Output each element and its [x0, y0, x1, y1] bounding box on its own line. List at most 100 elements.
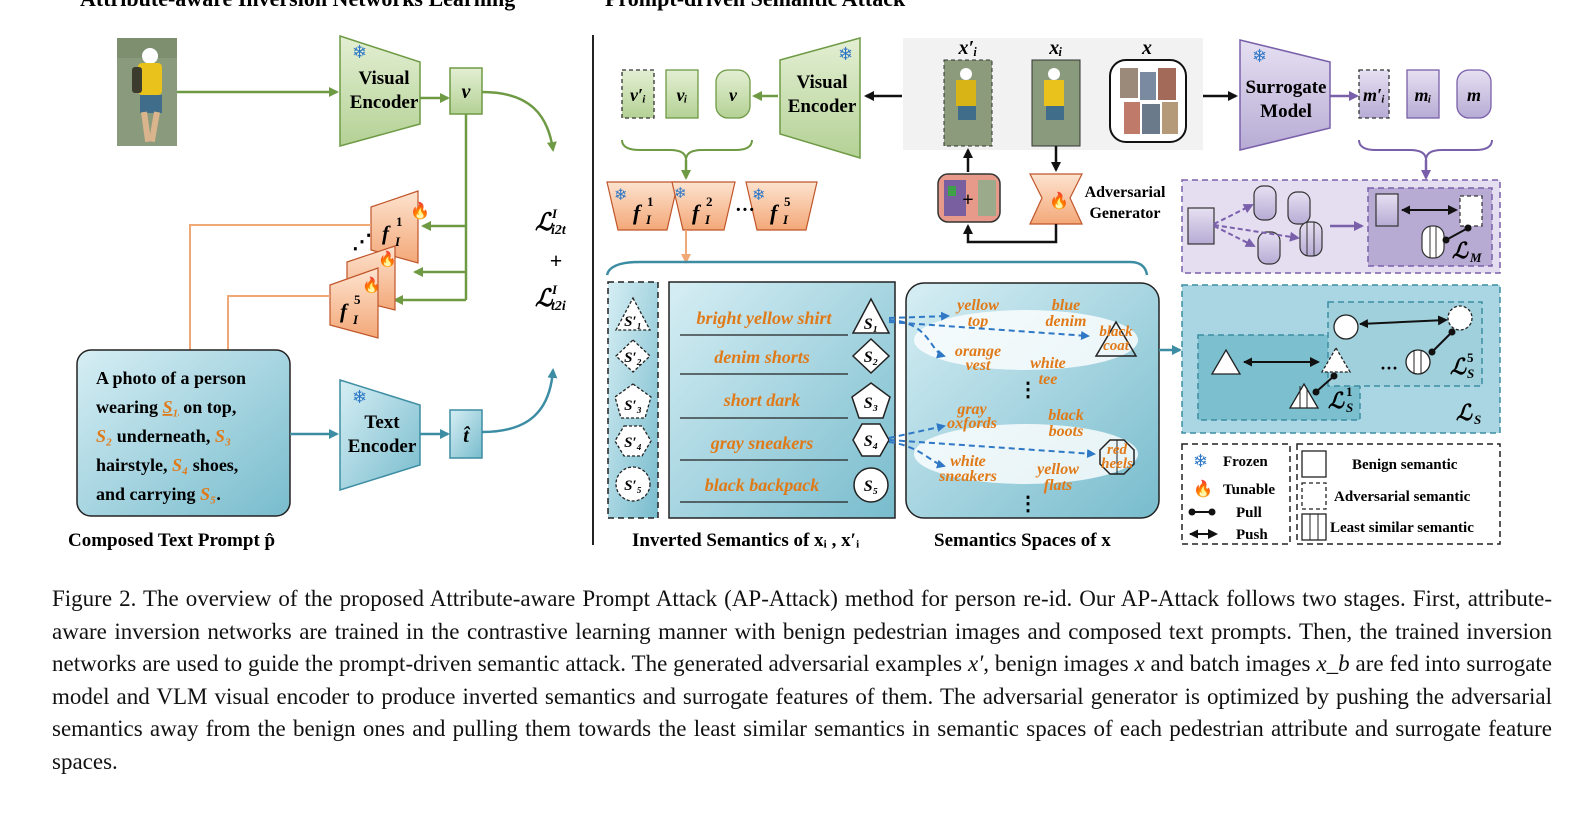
svg-text:S₄: S₄ [864, 433, 878, 450]
legend-least-similar-icon [1301, 513, 1327, 541]
svg-text:S₅: S₅ [864, 478, 878, 495]
feature-boxes: v′ᵢ vᵢ v [621, 69, 751, 119]
inversion-network-f1: 🔥 f 1 I [370, 190, 430, 264]
svg-text:···: ··· [735, 199, 755, 221]
visual-encoder-right: ❄ Visual Encoder [779, 37, 861, 160]
svg-text:Push: Push [1236, 527, 1268, 543]
svg-text:Pull: Pull [1236, 505, 1262, 521]
svg-text:hairstyle, S₄ shoes,: hairstyle, S₄ shoes, [96, 455, 238, 475]
legend-frozen-icon: ❄ [1193, 451, 1208, 471]
svg-text:white: white [1030, 355, 1066, 372]
svg-text:🔥: 🔥 [378, 250, 397, 268]
svg-text:❄: ❄ [674, 186, 687, 202]
svg-text:I: I [704, 212, 711, 227]
svg-text:⋮: ⋮ [1018, 493, 1038, 515]
svg-text:M: M [1469, 250, 1482, 265]
svg-text:I: I [782, 212, 789, 227]
svg-text:denim: denim [1046, 313, 1087, 330]
svg-text:v′ᵢ: v′ᵢ [630, 85, 646, 105]
figure-caption: Figure 2. The overview of the proposed A… [52, 586, 1553, 774]
svg-text:ℒ: ℒ [1450, 354, 1467, 379]
text-encoder: ❄ Text Encoder [339, 378, 421, 492]
svg-text:i2t: i2t [551, 223, 567, 238]
surrogate-model: ❄ Surrogate Model [1239, 39, 1331, 151]
legend-tunable-icon: 🔥 [1193, 479, 1213, 498]
svg-text:red: red [1107, 442, 1127, 458]
svg-text:white: white [950, 453, 986, 470]
svg-text:A photo of a person: A photo of a person [96, 368, 246, 388]
legend: ❄ Frozen 🔥 Tunable Pull Push Benign sema… [1181, 443, 1501, 545]
svg-text:black: black [1048, 407, 1084, 424]
svg-text:I: I [645, 212, 652, 227]
svg-text:ℒ: ℒ [535, 286, 554, 312]
svg-text:5: 5 [1467, 350, 1474, 365]
svg-text:❄: ❄ [752, 187, 765, 204]
visual-encoder-left: ❄ Visual Encoder [339, 34, 421, 147]
svg-text:5: 5 [784, 194, 791, 209]
svg-text:black backpack: black backpack [705, 475, 819, 495]
svg-text:1: 1 [647, 194, 654, 209]
svg-text:boots: boots [1049, 423, 1084, 440]
svg-text:S₂ underneath, S₃: S₂ underneath, S₃ [96, 426, 231, 446]
svg-text:f: f [692, 200, 702, 225]
legend-adversarial-icon [1301, 482, 1327, 510]
svg-text:I: I [551, 282, 558, 297]
svg-text:S₃: S₃ [864, 395, 878, 412]
svg-text:f: f [770, 200, 780, 225]
svg-text:❄: ❄ [1252, 46, 1267, 66]
surrogate-loss-region: ℒ M [1181, 179, 1501, 274]
svg-text:S: S [1346, 400, 1353, 415]
svg-text:and carrying S₅.: and carrying S₅. [96, 484, 221, 504]
svg-text:Tunable: Tunable [1223, 482, 1275, 498]
svg-text:S: S [1467, 366, 1474, 381]
svg-text:❄: ❄ [614, 187, 627, 204]
svg-text:vᵢ: vᵢ [676, 85, 687, 105]
svg-text:ℒ: ℒ [1456, 400, 1473, 425]
svg-text:Visual: Visual [796, 72, 847, 93]
frozen-icon: ❄ [352, 42, 367, 62]
svg-text:❄: ❄ [838, 44, 853, 64]
svg-text:Encoder: Encoder [348, 436, 417, 457]
svg-text:short dark: short dark [723, 390, 801, 410]
svg-text:I: I [394, 234, 401, 249]
svg-text:bright yellow shirt: bright yellow shirt [696, 308, 832, 328]
svg-text:sneakers: sneakers [938, 468, 997, 485]
svg-text:t2i: t2i [551, 299, 566, 314]
svg-text:Text: Text [364, 412, 400, 433]
semantics-spaces-box: yellow top blue denim black coat orange … [905, 282, 1160, 519]
t-hat-feature [449, 409, 483, 459]
svg-text:Benign semantic: Benign semantic [1352, 457, 1458, 473]
svg-text:heels: heels [1101, 456, 1133, 472]
svg-text:I: I [551, 206, 558, 221]
svg-text:❄: ❄ [352, 387, 367, 407]
svg-text:f: f [382, 221, 391, 245]
svg-text:1: 1 [1346, 384, 1353, 399]
svg-text:S₂: S₂ [864, 349, 878, 366]
adversarial-image [943, 59, 993, 147]
svg-text:m: m [1467, 85, 1481, 105]
svg-text:🔥: 🔥 [1049, 191, 1069, 210]
svg-text:xᵢ: xᵢ [1048, 37, 1062, 59]
svg-text:Model: Model [1260, 101, 1312, 122]
svg-text:I: I [352, 312, 359, 327]
svg-text:Adversarial semantic: Adversarial semantic [1334, 489, 1471, 505]
svg-text:Surrogate: Surrogate [1246, 77, 1327, 98]
svg-text:+: + [550, 248, 563, 273]
svg-text:v: v [729, 85, 738, 105]
svg-text:mᵢ: mᵢ [1414, 85, 1431, 105]
svg-text:m′ᵢ: m′ᵢ [1363, 85, 1385, 105]
inverted-semantics-caption: Inverted Semantics of xᵢ , x′ᵢ [632, 530, 860, 551]
svg-text:denim shorts: denim shorts [714, 347, 810, 367]
svg-text:S′₁: S′₁ [624, 314, 642, 330]
v-feature [449, 67, 483, 115]
semantics-spaces-caption: Semantics Spaces of x [934, 530, 1111, 551]
svg-text:gray sneakers: gray sneakers [710, 433, 814, 453]
svg-text:Encoder: Encoder [350, 92, 419, 113]
perturbed-image: + [937, 173, 1001, 223]
svg-text:tee: tee [1039, 371, 1058, 388]
tunable-icon: 🔥 [410, 201, 430, 220]
surrogate-features: m′ᵢ mᵢ m [1358, 69, 1492, 119]
svg-text:⋮: ⋮ [1018, 379, 1038, 401]
svg-text:yellow: yellow [955, 297, 999, 314]
svg-text:top: top [968, 313, 988, 330]
